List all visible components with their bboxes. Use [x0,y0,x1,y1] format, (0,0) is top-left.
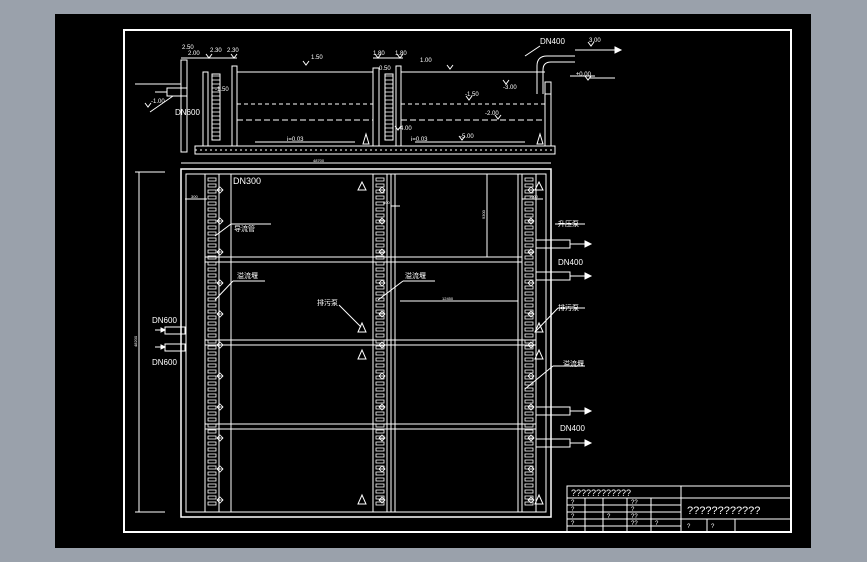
label-dn400-top: DN400 [540,37,565,46]
elev-1-00: 1.00 [420,58,432,64]
section-right-wall [544,81,552,147]
tb-cell-r3a: ? [571,507,575,513]
inlet-dn600-b [164,343,186,352]
elev-0-00: ±0.00 [576,72,592,78]
elev-m3-00: -3.00 [503,85,517,91]
elev-m1-50b: -1.50 [465,92,479,98]
label-dn300: DN300 [233,176,261,186]
drawing-sheet: DN400 DN600 2.50 2.30 2.30 2.00 1.50 1.8… [55,14,811,548]
elev-2-50: 2.50 [182,45,194,51]
tb-cell-r4c: ?? [631,514,638,520]
label-weir-left: 溢流堰 [237,271,258,280]
tb-cell-r4a: ? [571,514,575,520]
pump-symbol-center [357,321,367,333]
label-dn400-b: DN400 [560,424,585,433]
elev-m1-50a: -1.50 [215,87,229,93]
elev-2-30a: 2.30 [210,48,222,54]
tb-cell-r6b: ? [711,524,715,530]
inlet-dn600-a [164,326,186,335]
cad-drawing: DN400 DN600 2.50 2.30 2.30 2.00 1.50 1.8… [123,29,792,533]
outlet-dn400-c [535,406,571,416]
section-left-wall [180,59,188,153]
label-guide-pipe: 导流管 [234,224,255,233]
label-dn600-section: DN600 [175,108,200,117]
label-sewage-pump-right: 排污泵 [558,303,579,312]
tb-cell-r5c: ? [655,521,659,527]
channel-marks [207,75,535,506]
elev-2-30b: 2.30 [227,48,239,54]
elev-m4-00: -4.00 [398,126,412,132]
section-mid-wall [372,67,380,147]
label-sewage-pump: 排污泵 [317,298,338,307]
tb-cell-r5a: ? [571,521,575,527]
dim-wall: 300 [191,194,198,199]
label-lift-pump: 升压泵 [558,219,579,228]
label-dn600-b: DN600 [152,358,177,367]
plan-view [135,162,593,518]
dim-total-width: 48700 [313,158,325,163]
elev-2-00: 2.00 [188,51,200,57]
slope-label-b: i=0.03 [411,137,428,143]
elev-1-50: 1.50 [311,55,323,61]
label-dn600-a: DN600 [152,316,177,325]
title-block [566,485,792,533]
tb-cell-r3b: ? [631,507,635,513]
pump-symbol-1 [357,180,367,191]
middle-channel [372,173,388,513]
elev-1-80b: 1.80 [395,51,407,57]
outlet-dn400-b [535,271,571,281]
tb-cell-r2a: ? [571,500,575,506]
elev-3-00: 3.00 [589,38,601,44]
elev-1-80a: 1.80 [373,51,385,57]
outlet-dn400-a [535,239,571,249]
outlet-pipe-dn400 [536,55,575,94]
dim-gap: 500 [383,200,390,205]
tb-cell-r6a: ? [687,524,691,530]
tb-cell-r4b: ? [607,514,611,520]
dim-bay-height: 9300 [481,209,486,219]
elev-m2-00: -2.00 [485,111,499,117]
label-dn400-a: DN400 [558,258,583,267]
tb-cell-r5b: ?? [631,521,638,527]
inner-frame [123,29,792,533]
label-weir-right: 溢流堰 [563,359,584,368]
inlet-pipe-dn600 [166,87,188,97]
slope-label-a: i=0.03 [287,137,304,143]
dim-right: 1000 [529,194,539,199]
label-weir-middle: 溢流堰 [405,271,426,280]
dim-total-height: 48200 [133,335,138,347]
outlet-dn400-d [535,438,571,448]
elev-0-50: 0.50 [379,66,391,72]
tb-cell-r2b: ?? [631,500,638,506]
elev-m5-00: -5.00 [460,134,474,140]
title-block-header: ???????????? [571,488,631,498]
dim-inner: 12450 [442,296,454,301]
right-channel [521,173,537,513]
section-view [135,41,623,155]
drawing-title: ???????????? [687,505,760,517]
elev-m1-00: -1.00 [151,99,165,105]
plan-outer-wall [180,168,552,518]
